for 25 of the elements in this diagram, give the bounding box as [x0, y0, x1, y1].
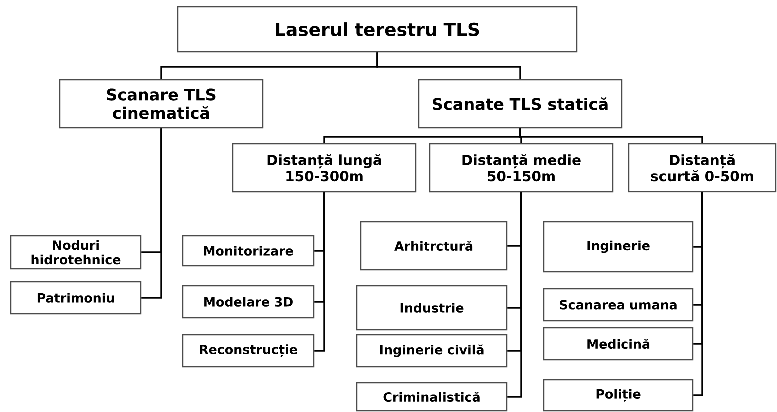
- range-box: Distanță medie 50-150m: [429, 143, 614, 193]
- leaf-box: Arhitrctură: [360, 221, 508, 271]
- connector-line: [508, 192, 522, 398]
- range-box: Distanță lungă 150-300m: [232, 143, 417, 193]
- leaf-box: Criminalistică: [356, 382, 508, 412]
- leaf-box: Inginerie: [543, 221, 694, 273]
- leaf-box: Inginerie civilă: [356, 334, 508, 368]
- range-box: Distanță scurtă 0-50m: [628, 143, 777, 193]
- leaf-box: Modelare 3D: [182, 285, 315, 319]
- connector-line: [376, 52, 522, 80]
- connector-line: [694, 192, 704, 396]
- leaf-box: Reconstrucție: [182, 334, 315, 368]
- leaf-box: Monitorizare: [182, 235, 315, 267]
- leaf-box: Medicină: [543, 327, 694, 361]
- title-box: Laserul terestru TLS: [177, 6, 578, 53]
- leaf-box: Noduri hidrotehnice: [10, 235, 142, 270]
- category-box: Scanare TLS cinematică: [59, 79, 264, 129]
- leaf-box: Poliție: [543, 379, 694, 412]
- connector-line: [314, 192, 326, 352]
- leaf-box: Scanarea umana: [543, 288, 694, 322]
- category-box: Scanate TLS statică: [418, 79, 623, 129]
- connector-line: [520, 128, 704, 144]
- connector-line: [142, 128, 162, 299]
- leaf-box: Industrie: [356, 285, 508, 331]
- leaf-box: Patrimoniu: [10, 281, 142, 315]
